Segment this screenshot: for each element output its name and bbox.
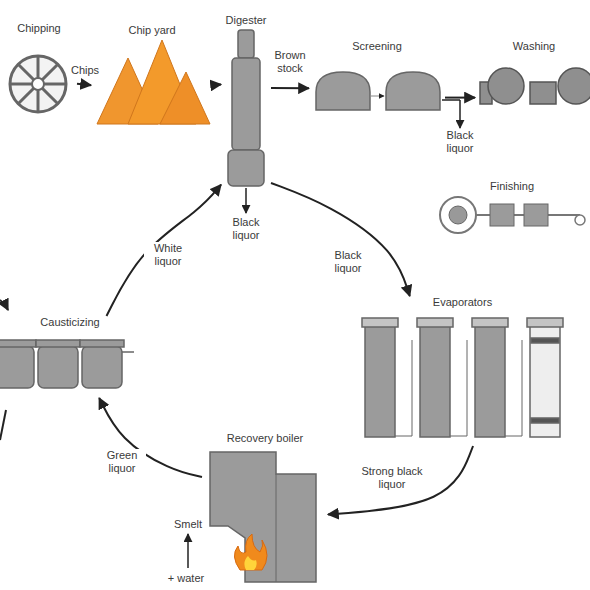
process-unit: Chipping xyxy=(1,22,77,114)
washer-outlet-pipe xyxy=(442,99,460,101)
illustration-part xyxy=(82,346,122,388)
process-unit: Causticizing xyxy=(0,316,143,398)
unit-label: Causticizing xyxy=(0,316,143,329)
illustration-part xyxy=(386,72,440,110)
illustration-part xyxy=(420,325,450,437)
flow-arrow xyxy=(271,87,309,89)
flow-arrow xyxy=(445,97,475,99)
washer-outlet-arrow xyxy=(459,100,461,128)
illustration-part xyxy=(276,474,277,582)
unit-label: Evaporators xyxy=(357,296,568,309)
stream-label: Black liquor xyxy=(222,216,270,242)
illustration-part xyxy=(558,68,590,104)
illustration-part xyxy=(316,72,370,110)
illustration-part xyxy=(234,534,267,570)
flow-arrow xyxy=(77,84,91,86)
illustration-part xyxy=(365,325,395,437)
unit-label: Finishing xyxy=(435,180,589,193)
flow-label: Chips xyxy=(69,64,101,77)
stream-label: Black liquor xyxy=(436,129,484,155)
washer-drums xyxy=(480,68,590,104)
illustration-part xyxy=(472,318,508,327)
illustration-part xyxy=(475,325,505,437)
illustration-part xyxy=(490,204,514,226)
digester-outlet-arrow xyxy=(245,188,247,213)
process-unit: Finishing xyxy=(435,180,589,240)
illustration-part xyxy=(32,78,44,90)
illustration-part xyxy=(0,300,8,310)
flow-arrow xyxy=(213,83,221,86)
illustration-part xyxy=(244,556,256,570)
recovery-boiler xyxy=(210,452,316,582)
illustration-part xyxy=(122,351,134,353)
illustration-part xyxy=(395,340,412,436)
illustration-part xyxy=(0,340,36,347)
flow-label: Strong black liquor xyxy=(355,465,429,491)
flow-label: White liquor xyxy=(144,242,192,268)
illustration-part xyxy=(575,215,585,225)
illustration-part xyxy=(362,318,398,327)
flow-label: Brown stock xyxy=(268,49,312,75)
illustration-part xyxy=(527,318,563,327)
illustration-part xyxy=(10,56,66,112)
unit-label: Washing xyxy=(475,40,590,53)
process-unit: Screening xyxy=(309,40,445,112)
chipper-wheel xyxy=(10,56,66,112)
illustration-part xyxy=(530,325,560,437)
flow-label: Green liquor xyxy=(98,449,146,475)
illustration-part xyxy=(160,72,210,124)
evaporator-columns xyxy=(362,318,563,437)
illustration-part xyxy=(0,346,34,388)
screen-tanks xyxy=(316,72,440,110)
illustration-part xyxy=(417,318,453,327)
flow-arrow xyxy=(107,185,222,316)
unit-label: Recovery boiler xyxy=(202,432,328,445)
process-unit: Digester xyxy=(221,14,271,190)
causticizing-tanks xyxy=(0,340,134,388)
digester-vessel xyxy=(228,30,264,186)
flow-arrow xyxy=(271,183,410,296)
illustration-part xyxy=(531,418,559,423)
process-unit: Recovery boiler xyxy=(202,432,328,582)
illustration-part xyxy=(450,340,467,436)
unit-label: Chip yard xyxy=(91,24,213,37)
illustration-part xyxy=(440,197,476,233)
unit-label: Digester xyxy=(221,14,271,27)
unit-label: Screening xyxy=(309,40,445,53)
illustration-part xyxy=(524,204,548,226)
illustration-part xyxy=(0,410,6,440)
illustration-part xyxy=(36,340,80,347)
illustration-part xyxy=(449,206,467,224)
process-unit: Evaporators xyxy=(357,296,568,446)
illustration-part xyxy=(228,150,264,186)
flow-label: Black liquor xyxy=(324,249,372,275)
illustration-part xyxy=(488,68,524,104)
process-unit: Washing xyxy=(475,40,590,112)
chip-piles xyxy=(97,40,210,124)
illustration-part xyxy=(210,452,316,582)
water-inlet-arrow xyxy=(187,534,189,568)
flow-arrow xyxy=(328,446,473,515)
stream-label: + water xyxy=(166,572,206,585)
illustration-part xyxy=(232,58,260,150)
screen-link-arrow xyxy=(371,96,384,97)
illustration-part xyxy=(530,82,556,104)
illustration-part xyxy=(10,56,66,112)
illustration-part xyxy=(531,338,559,343)
unit-label: Chipping xyxy=(1,22,77,35)
stream-label: Smelt xyxy=(172,518,204,531)
process-unit: Chip yard xyxy=(91,24,213,126)
illustration-part xyxy=(38,346,78,388)
illustration-part xyxy=(238,30,254,58)
cycle-arc-fragments xyxy=(0,300,8,440)
finishing-line xyxy=(440,197,585,233)
illustration-part xyxy=(80,340,124,347)
illustration-part xyxy=(505,340,522,436)
